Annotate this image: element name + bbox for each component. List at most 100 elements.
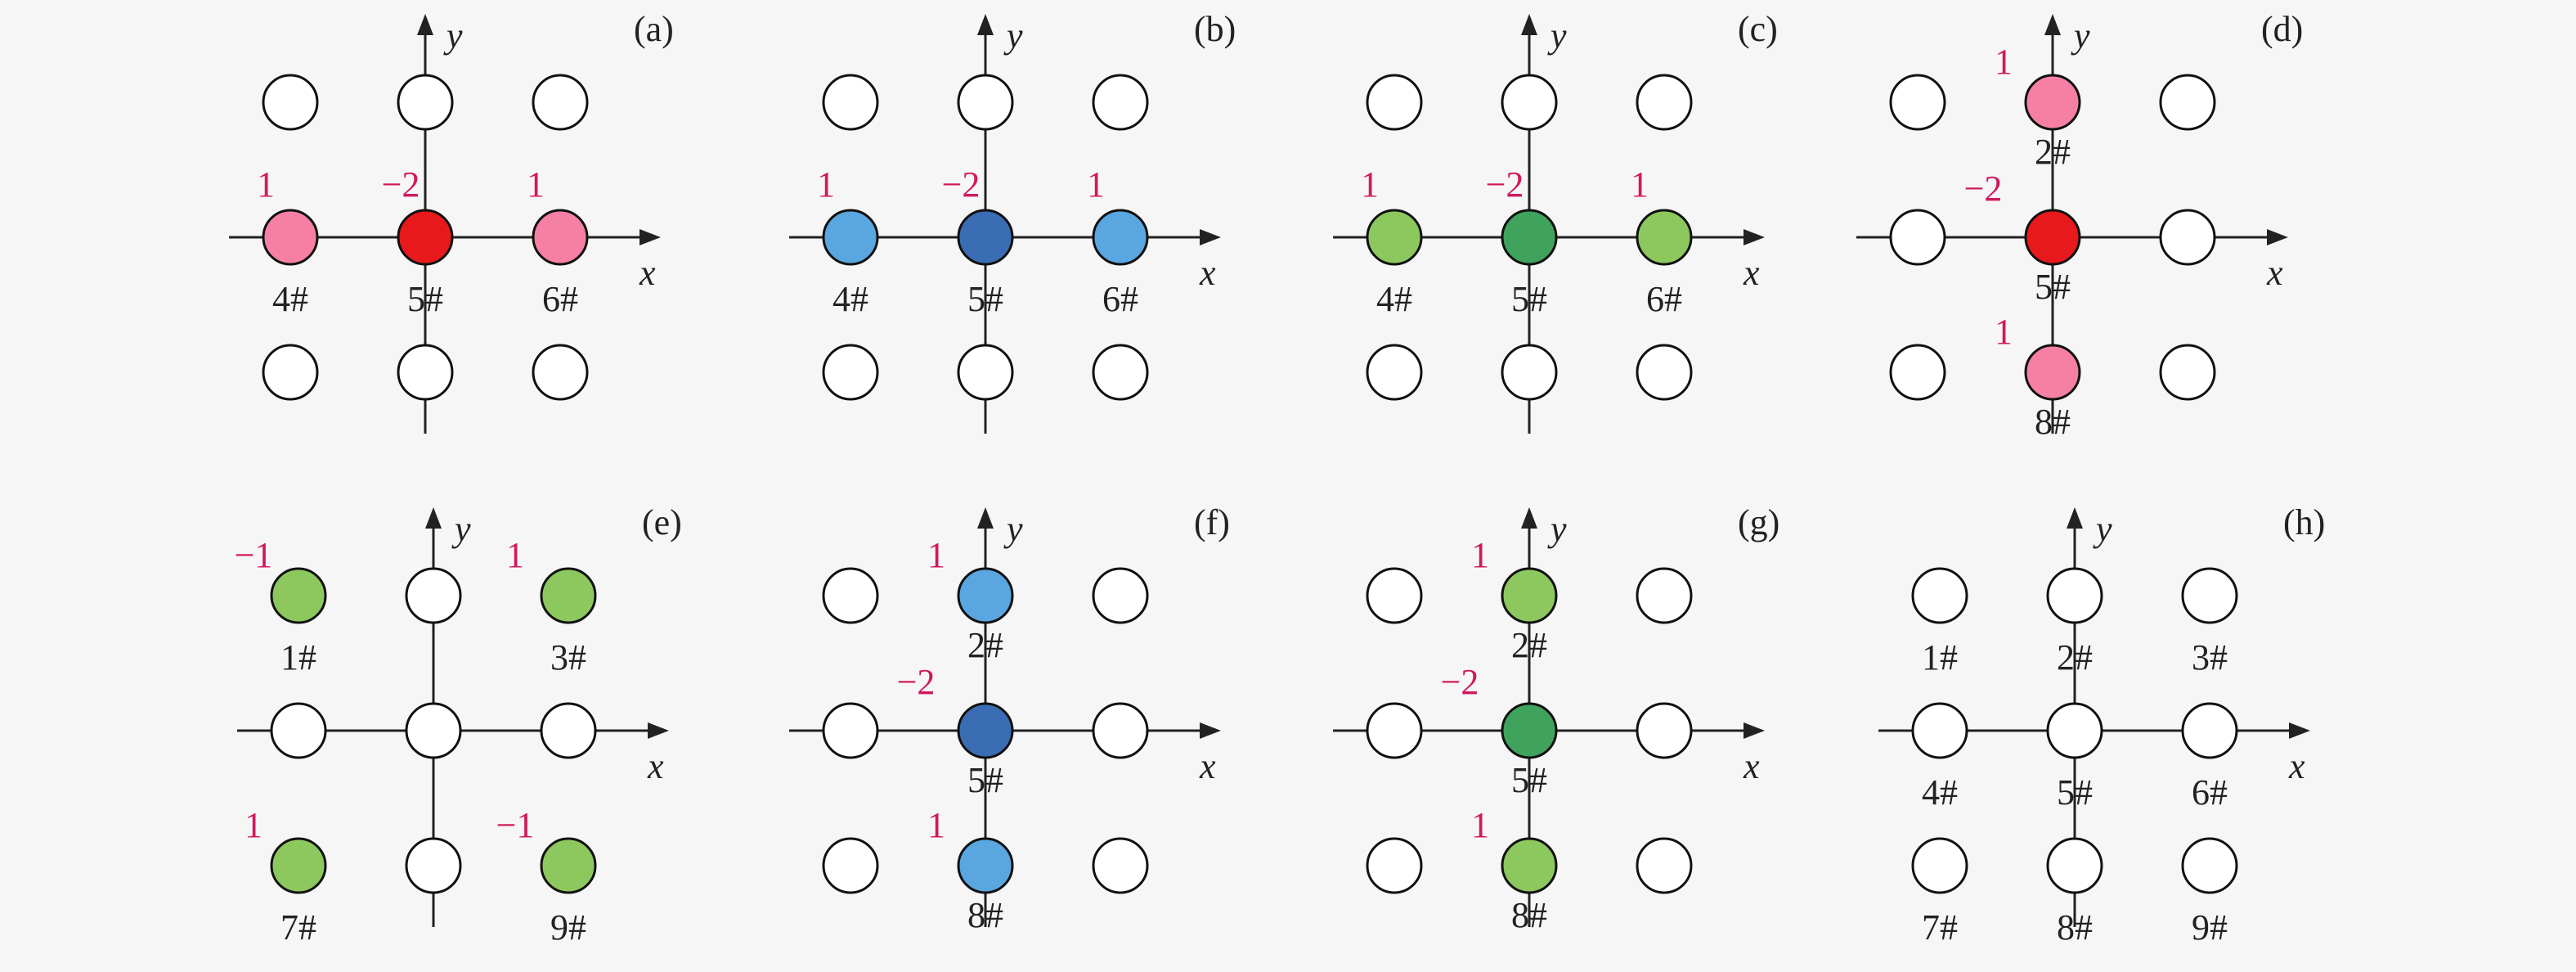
lattice-node-4 [262, 209, 319, 266]
lattice-node-6 [1092, 209, 1149, 266]
lattice-node-4 [822, 209, 879, 266]
lattice-node-2 [957, 567, 1014, 624]
x-axis-label: x [2266, 253, 2283, 293]
coefficient-label: 1 [245, 805, 263, 845]
panel-c: xy(c)4#15#−26#1 [1333, 9, 1778, 434]
node-label: 8# [1511, 895, 1547, 935]
lattice-node-1 [1366, 567, 1423, 624]
node-label: 9# [2192, 907, 2228, 947]
lattice-node-7 [822, 837, 879, 894]
x-axis-arrow-icon [1744, 722, 1765, 739]
y-axis-arrow-icon [1521, 507, 1537, 529]
lattice-node-3 [2181, 567, 2238, 624]
lattice-node-4 [1911, 702, 1968, 759]
lattice-node-7 [1366, 837, 1423, 894]
panel-h: xy(h)1#2#3#4#5#6#7#8#9# [1878, 502, 2325, 947]
node-label: 5# [2057, 772, 2093, 812]
node-label: 2# [1511, 625, 1547, 665]
coefficient-label: −2 [382, 164, 420, 205]
coefficient-label: 1 [927, 805, 945, 845]
panel-tag: (f) [1194, 502, 1230, 542]
node-label: 2# [2057, 637, 2093, 677]
x-axis-label: x [1743, 253, 1760, 293]
coefficient-label: 1 [1087, 164, 1105, 205]
lattice-node-3 [1092, 74, 1149, 131]
panel-b: xy(b)4#15#−26#1 [789, 9, 1236, 434]
lattice-node-4 [1366, 209, 1423, 266]
y-axis-label: y [1003, 509, 1023, 549]
coefficient-label: −2 [1441, 662, 1479, 702]
lattice-node-4 [822, 702, 879, 759]
y-axis-label: y [1547, 16, 1567, 56]
x-axis-arrow-icon [640, 229, 661, 245]
lattice-node-1 [262, 74, 319, 131]
y-axis-arrow-icon [2067, 507, 2083, 529]
node-label: 2# [967, 625, 1003, 665]
node-label: 6# [1102, 279, 1138, 319]
panel-g: xy(g)2#15#−28#1 [1333, 502, 1779, 935]
y-axis-arrow-icon [977, 507, 994, 529]
panel-e: xy(e)1#−13#17#19#−1 [235, 502, 682, 947]
y-axis-label: y [451, 509, 471, 549]
lattice-node-1 [1889, 74, 1946, 131]
lattice-node-2 [2046, 567, 2103, 624]
lattice-node-8 [957, 344, 1014, 401]
node-label: 8# [2035, 402, 2071, 442]
lattice-node-8 [2046, 837, 2103, 894]
coefficient-label: 1 [1361, 164, 1379, 205]
y-axis-arrow-icon [1521, 14, 1537, 35]
x-axis-arrow-icon [1200, 722, 1221, 739]
lattice-node-8 [397, 344, 454, 401]
node-label: 4# [272, 279, 308, 319]
lattice-node-1 [270, 567, 327, 624]
lattice-node-6 [540, 702, 597, 759]
lattice-node-7 [270, 837, 327, 894]
node-label: 7# [1922, 907, 1958, 947]
lattice-node-8 [1501, 837, 1558, 894]
x-axis-label: x [2288, 746, 2305, 786]
lattice-node-7 [1366, 344, 1423, 401]
x-axis-label: x [1199, 746, 1216, 786]
coefficient-label: 1 [1471, 535, 1489, 575]
coefficient-label: 1 [527, 164, 545, 205]
lattice-node-6 [2159, 209, 2216, 266]
node-label: 5# [1511, 760, 1547, 800]
lattice-node-6 [1092, 702, 1149, 759]
lattice-node-3 [532, 74, 589, 131]
node-label: 6# [542, 279, 578, 319]
node-label: 8# [2057, 907, 2093, 947]
panel-tag: (a) [634, 9, 674, 49]
panel-tag: (h) [2283, 502, 2325, 542]
y-axis-arrow-icon [425, 507, 442, 529]
coefficient-label: −2 [897, 662, 936, 702]
lattice-node-1 [822, 74, 879, 131]
coefficient-label: −1 [496, 805, 535, 845]
coefficient-label: 1 [1471, 805, 1489, 845]
x-axis-label: x [1199, 253, 1216, 293]
lattice-node-7 [262, 344, 319, 401]
x-axis-arrow-icon [1200, 229, 1221, 245]
x-axis-label: x [639, 253, 656, 293]
lattice-node-6 [1636, 209, 1693, 266]
x-axis-label: x [1743, 746, 1760, 786]
panel-f: xy(f)2#15#−28#1 [789, 502, 1230, 935]
lattice-node-9 [540, 837, 597, 894]
node-label: 3# [550, 637, 586, 677]
y-axis-label: y [443, 16, 463, 56]
coefficient-label: 1 [927, 535, 945, 575]
lattice-node-2 [1501, 74, 1558, 131]
node-label: 9# [550, 907, 586, 947]
y-axis-label: y [2093, 509, 2112, 549]
lattice-node-5 [2024, 209, 2081, 266]
node-label: 6# [1646, 279, 1682, 319]
panel-tag: (c) [1738, 9, 1778, 49]
node-label: 4# [1376, 279, 1412, 319]
panel-tag: (d) [2261, 9, 2303, 49]
panel-d: xy(d)2#15#−28#1 [1856, 9, 2303, 442]
lattice-node-6 [1636, 702, 1693, 759]
lattice-node-9 [1636, 837, 1693, 894]
lattice-node-7 [1911, 837, 1968, 894]
node-label: 5# [1511, 279, 1547, 319]
lattice-node-6 [2181, 702, 2238, 759]
node-label: 5# [2035, 267, 2071, 307]
